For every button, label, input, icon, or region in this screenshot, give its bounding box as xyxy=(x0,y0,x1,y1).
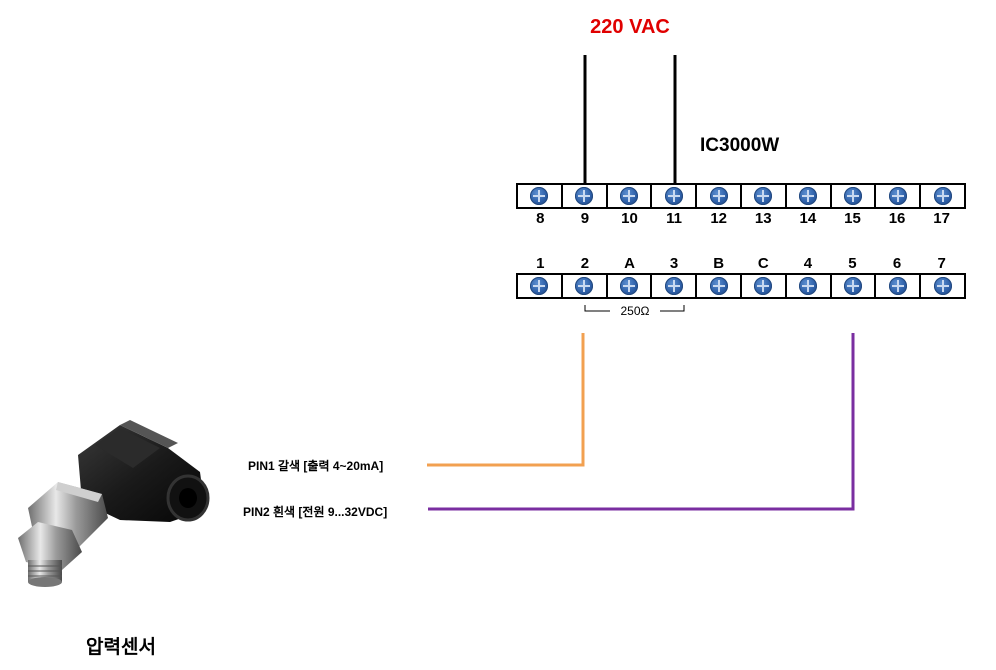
screw-icon xyxy=(933,277,952,295)
screw-icon xyxy=(709,187,728,205)
terminal-label: 16 xyxy=(888,210,906,227)
screw-icon xyxy=(843,187,862,205)
terminal-screw-15 xyxy=(832,185,877,207)
sensor-caption: 압력센서 xyxy=(86,637,156,658)
pin2-wire xyxy=(428,333,855,511)
screw-icon xyxy=(754,187,773,205)
pressure-sensor-icon xyxy=(18,420,210,587)
screw-icon xyxy=(933,187,952,205)
screw-icon xyxy=(799,187,818,205)
terminal-labels-top: 8 9 10 11 12 13 14 15 16 17 xyxy=(518,210,964,227)
terminal-label: 7 xyxy=(937,255,946,272)
terminal-label: 11 xyxy=(666,210,682,227)
terminal-label: 10 xyxy=(621,210,638,227)
screw-icon xyxy=(888,277,907,295)
terminal-screw-c xyxy=(742,275,787,297)
terminal-label: C xyxy=(757,255,769,272)
terminal-screw-9 xyxy=(563,185,608,207)
power-supply-label: 220 VAC xyxy=(590,16,670,38)
terminal-label: 17 xyxy=(933,210,950,227)
terminal-screw-5 xyxy=(832,275,877,297)
terminal-label: 8 xyxy=(536,210,545,227)
terminal-label: A xyxy=(624,255,635,272)
screw-icon xyxy=(799,277,818,295)
screw-icon xyxy=(619,187,638,205)
screw-icon xyxy=(575,277,594,295)
terminal-screw-12 xyxy=(697,185,742,207)
terminal-screw-6 xyxy=(876,275,922,297)
terminal-strip-bottom xyxy=(516,273,966,299)
terminal-label: 12 xyxy=(710,210,728,227)
terminal-screw-11 xyxy=(652,185,698,207)
screw-icon xyxy=(843,277,862,295)
terminal-label: B xyxy=(713,255,725,272)
screw-icon xyxy=(530,277,549,295)
pin1-label: PIN1 갈색 [출력 4~20mA] xyxy=(248,459,384,473)
screw-icon xyxy=(709,277,728,295)
terminal-screw-b xyxy=(697,275,742,297)
terminal-screw-14 xyxy=(787,185,832,207)
screw-icon xyxy=(664,277,683,295)
terminal-screw-17 xyxy=(921,185,964,207)
terminal-label: 6 xyxy=(892,255,902,272)
terminal-label: 1 xyxy=(536,255,545,272)
terminal-screw-8 xyxy=(518,185,563,207)
screw-icon xyxy=(530,187,549,205)
terminal-screw-1 xyxy=(518,275,563,297)
terminal-label: 2 xyxy=(580,255,590,272)
terminal-label: 13 xyxy=(754,210,772,227)
terminal-screw-10 xyxy=(608,185,653,207)
screw-icon xyxy=(619,277,638,295)
terminal-labels-bottom: 1 2 A 3 B C 4 5 6 7 xyxy=(518,255,964,272)
terminal-label: 15 xyxy=(844,210,861,227)
terminal-screw-7 xyxy=(921,275,964,297)
terminal-screw-a xyxy=(608,275,653,297)
terminal-label: 5 xyxy=(848,255,857,272)
terminal-label: 4 xyxy=(803,255,813,272)
terminal-screw-3 xyxy=(652,275,698,297)
screw-icon xyxy=(664,187,683,205)
terminal-screw-16 xyxy=(876,185,922,207)
resistor-label: 250Ω xyxy=(610,304,660,318)
screw-icon xyxy=(754,277,773,295)
terminal-screw-4 xyxy=(787,275,832,297)
device-title: IC3000W xyxy=(700,135,780,156)
terminal-label: 14 xyxy=(799,210,817,227)
pin1-wire xyxy=(427,333,585,467)
terminal-screw-2 xyxy=(563,275,608,297)
terminal-strip-top xyxy=(516,183,966,209)
terminal-label: 9 xyxy=(580,210,590,227)
screw-icon xyxy=(888,187,907,205)
screw-icon xyxy=(575,187,594,205)
terminal-label: 3 xyxy=(669,255,679,272)
pin2-label: PIN2 흰색 [전원 9...32VDC] xyxy=(243,505,388,519)
terminal-screw-13 xyxy=(742,185,787,207)
